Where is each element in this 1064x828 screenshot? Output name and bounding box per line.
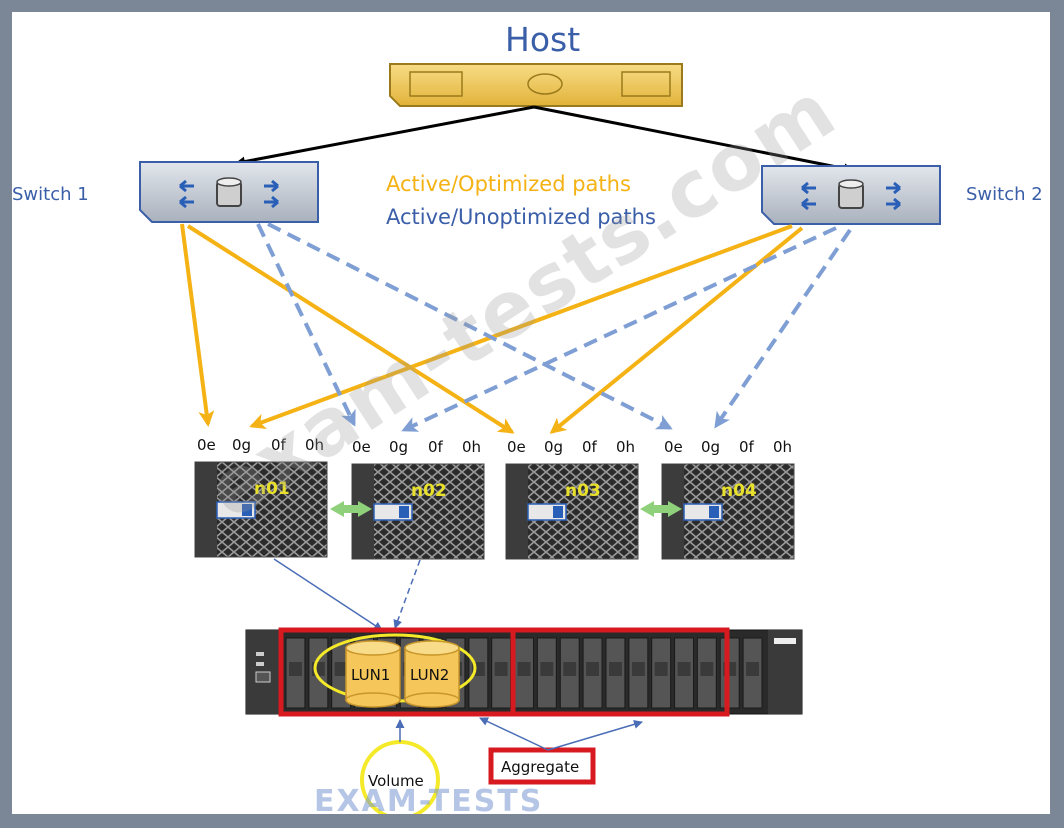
port-label: 0h — [773, 438, 793, 456]
optimized-paths — [180, 223, 804, 434]
node-name-n01: n01 — [254, 479, 290, 499]
switch-1 — [139, 161, 319, 223]
watermark-bottom: EXAM-TESTS — [314, 784, 544, 814]
ha-interconnects — [330, 501, 682, 517]
port-label: 0h — [462, 438, 482, 456]
lun-label-1: LUN1 — [351, 666, 391, 684]
diagram-canvas: Host Switch 1 Switch 2 Active/Optimized … — [12, 12, 1050, 814]
host-server — [389, 63, 683, 107]
disk-slot-handle — [609, 662, 622, 676]
port-label: 0h — [616, 438, 636, 456]
port-label: 0f — [582, 438, 597, 456]
port-label: 0e — [507, 438, 526, 456]
disk-slot-handle — [746, 662, 759, 676]
switch-1-label: Switch 1 — [12, 184, 89, 205]
node-name-n03: n03 — [565, 481, 601, 501]
port-label: 0e — [664, 438, 683, 456]
lun-label-2: LUN2 — [410, 666, 450, 684]
port-label: 0f — [428, 438, 443, 456]
aggregate-box-2 — [510, 627, 730, 717]
disk-slot-handle — [654, 662, 668, 676]
controller-node-n01 — [194, 461, 328, 558]
port-label: 0g — [544, 438, 564, 456]
node-to-lun-paths — [273, 558, 421, 631]
volume-label: Volume — [368, 772, 424, 790]
host-paths — [235, 105, 854, 174]
lun-cylinders — [313, 633, 477, 708]
port-label: 0e — [197, 436, 216, 454]
aggregate-arrows — [479, 717, 643, 751]
port-label: 0g — [389, 438, 409, 456]
port-label: 0g — [701, 438, 721, 456]
port-label: 0f — [739, 438, 754, 456]
disk-slot-handle — [540, 662, 554, 676]
port-label: 0h — [305, 436, 325, 454]
node-name-n04: n04 — [721, 481, 757, 501]
disk-slot-handle — [586, 662, 599, 676]
port-label: 0g — [232, 436, 252, 454]
disk-slot-handle — [334, 662, 348, 676]
disk-slot-handle — [517, 662, 531, 676]
disk-slot-handle — [289, 662, 302, 676]
legend-unoptimized: Active/Unoptimized paths — [386, 205, 656, 229]
controller-node-n04 — [661, 463, 795, 560]
controller-node-n02 — [351, 463, 485, 560]
host-label: Host — [505, 20, 581, 59]
disk-slot-handle — [563, 662, 577, 676]
switch-2 — [761, 165, 941, 225]
node-name-n02: n02 — [411, 481, 447, 501]
port-label: 0e — [352, 438, 371, 456]
disk-slot-handle — [700, 662, 714, 676]
aggregate-label: Aggregate — [501, 758, 580, 776]
unoptimized-paths — [256, 222, 852, 432]
controller-node-n03 — [505, 463, 639, 560]
aggregate-label-box — [488, 747, 596, 785]
port-label: 0f — [271, 436, 286, 454]
legend-optimized: Active/Optimized paths — [386, 172, 631, 196]
disk-slot-handle — [677, 662, 691, 676]
disk-slot-handle — [494, 662, 508, 676]
san-diagram — [139, 63, 941, 814]
switch-2-label: Switch 2 — [966, 184, 1043, 205]
disk-slot-handle — [631, 662, 645, 676]
